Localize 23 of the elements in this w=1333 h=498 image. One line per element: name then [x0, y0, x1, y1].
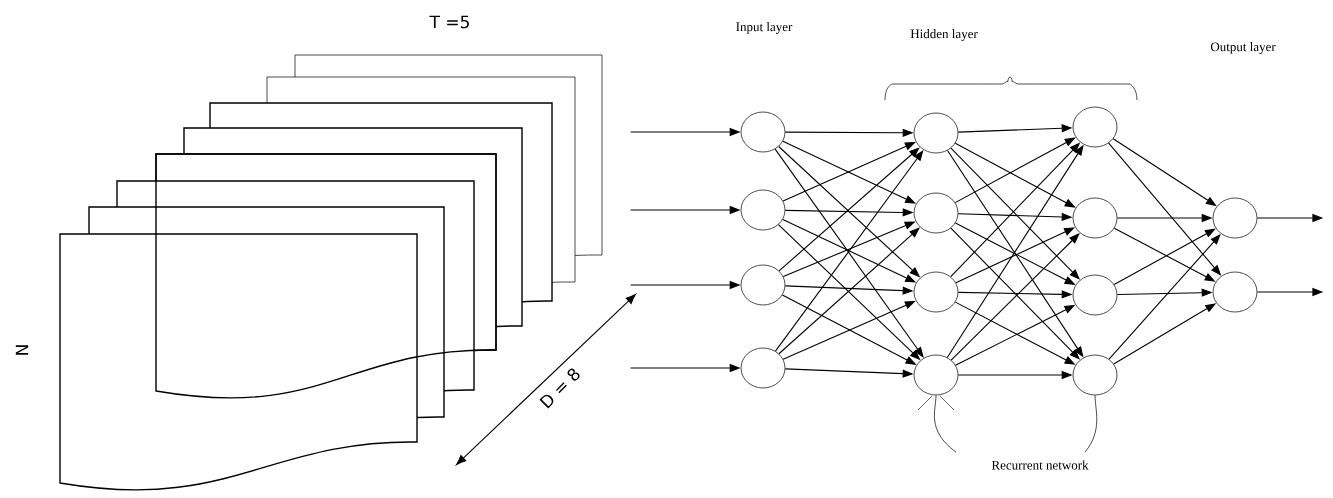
neuron-circle: [913, 271, 959, 313]
dimension-label: D = 8: [539, 368, 580, 409]
layer-label: Input layer: [736, 22, 793, 34]
neuron-circle: [740, 347, 786, 389]
neuron-circle: [1072, 354, 1118, 396]
leader-text: Recurrent network: [991, 460, 1089, 470]
neuron-circle: [740, 111, 786, 153]
neuron-circle: [913, 112, 959, 154]
neuron-circle: [1072, 274, 1118, 316]
neuron-circle: [740, 264, 786, 306]
neuron-circle: [1072, 197, 1118, 239]
neuron-circle: [1072, 106, 1118, 148]
layer-label: Hidden layer: [910, 29, 978, 41]
neuron-circle: [1212, 271, 1258, 313]
neuron-circle: [913, 354, 959, 396]
neuron-circle: [740, 189, 786, 231]
layer-label: Output layer: [1210, 42, 1276, 54]
neuron-circle: [1212, 197, 1258, 239]
leader-line: [1084, 395, 1098, 453]
neuron-circle: [913, 192, 959, 234]
leader-line: [934, 395, 957, 453]
dimension-label: T =5: [429, 15, 469, 29]
axis-label: N: [15, 345, 29, 355]
